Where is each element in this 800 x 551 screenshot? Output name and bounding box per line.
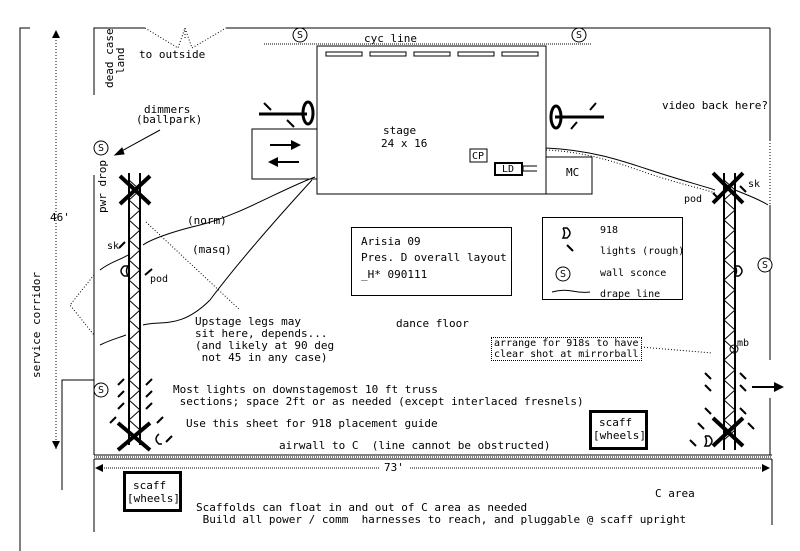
to-outside-label: to outside xyxy=(139,48,206,61)
legend: 918 lights (rough) wall sconce drape lin… xyxy=(542,217,685,300)
ld-label: LD xyxy=(502,164,515,175)
mc-label: MC xyxy=(566,166,580,179)
ld-box xyxy=(494,162,523,176)
pwr-drop-label: pwr drop xyxy=(96,160,109,213)
legend-drape-line-icon xyxy=(551,289,591,293)
sconce-icon: S xyxy=(297,30,304,41)
use-sheet-note: Use this sheet for 918 placement guide xyxy=(186,417,438,430)
service-corridor-label: service corridor xyxy=(30,272,43,378)
cp-box xyxy=(469,148,488,163)
scaffold-left-wheels: [wheels] xyxy=(127,492,180,505)
land-text: land xyxy=(114,47,127,75)
scaffold-right-wheels: [wheels] xyxy=(593,429,646,442)
stage xyxy=(316,45,547,195)
stage-label: stage xyxy=(383,124,417,137)
norm-label: (norm) xyxy=(187,214,227,227)
stairs-box xyxy=(251,128,318,180)
dimmers-ballpark-label: (ballpark) xyxy=(136,113,203,126)
dimmers-label: dimmers xyxy=(144,103,191,116)
scaffold-right: scaff [wheels] xyxy=(589,410,648,450)
918-lights xyxy=(120,227,743,447)
pod-right-label: pod xyxy=(684,194,703,205)
legend-drape-label: drape line xyxy=(600,289,661,300)
mb-label: mb xyxy=(737,338,750,349)
dimension-73-arrow xyxy=(95,464,770,472)
sconce-icon: S xyxy=(98,143,105,154)
mirrorball-note: arrange for 918s to have clear shot at m… xyxy=(491,337,642,361)
airwall xyxy=(94,454,772,460)
dance-floor-label: dance floor xyxy=(396,317,469,330)
wall-sconces xyxy=(93,27,773,398)
scaffold-left: scaff [wheels] xyxy=(123,471,182,512)
legend-918-label: 918 xyxy=(600,225,619,236)
truss-right xyxy=(711,171,745,450)
dead-case-land-label-2: land xyxy=(114,47,127,75)
stage-size-label: 24 x 16 xyxy=(381,137,428,150)
cp-label: CP xyxy=(472,151,485,162)
sk-left-label: sk xyxy=(107,241,120,252)
dimension-46-label: 46' xyxy=(50,211,70,224)
sconce-icon: S xyxy=(762,260,769,271)
title-line-1: Arisia 09 xyxy=(361,235,421,248)
room-walls xyxy=(93,27,771,455)
exit-arrow xyxy=(752,382,784,392)
speaker-right xyxy=(549,104,604,130)
arrows-icon xyxy=(268,140,301,167)
upstage-legs-note: Upstage legs may sit here, depends... (a… xyxy=(195,315,335,364)
video-label: video back here? xyxy=(662,99,768,112)
drape-lines-dotted xyxy=(69,149,716,336)
title-line-3: _H* 090111 xyxy=(361,268,428,281)
cyc-lights xyxy=(325,51,539,57)
light-fixtures xyxy=(109,102,755,447)
c-area-walls xyxy=(93,459,773,532)
title-block: Arisia 09 Pres. D overall layout _H* 090… xyxy=(351,227,512,296)
sk-right-label: sk xyxy=(748,179,761,190)
to-outside-door xyxy=(144,26,227,49)
truss-left xyxy=(116,173,152,452)
mc-box xyxy=(545,156,593,195)
pod-left-label: pod xyxy=(150,274,169,285)
most-lights-note: Most lights on downstagemost 10 ft truss… xyxy=(173,383,584,408)
title-line-2: Pres. D overall layout xyxy=(361,251,507,264)
legend-lights-label: lights (rough) xyxy=(600,246,685,257)
cyc-line-label: cyc line xyxy=(364,32,417,45)
legend-sconce-label: wall sconce xyxy=(600,268,667,279)
airwall-label: airwall to C (line cannot be obstructed) xyxy=(279,439,551,452)
scaffold-right-label: scaff xyxy=(599,416,633,429)
dimension-73-label: 73' xyxy=(382,461,406,474)
sconce-icon: S xyxy=(576,30,583,41)
service-corridor-walls xyxy=(19,27,94,551)
mirrorball-leader xyxy=(640,346,713,354)
dimension-46-arrow xyxy=(52,30,60,449)
masq-label: (masq) xyxy=(192,243,232,256)
sconce-icon: S xyxy=(98,385,105,396)
scaffold-left-label: scaff xyxy=(133,479,167,492)
scaffolds-note: Scaffolds can float in and out of C area… xyxy=(196,501,687,526)
drape-lines xyxy=(99,147,769,346)
speaker-left xyxy=(259,100,315,126)
dimmers-arrow xyxy=(113,129,161,156)
legend-sconce-icon: S xyxy=(560,269,567,280)
c-area-label: C area xyxy=(655,487,695,500)
